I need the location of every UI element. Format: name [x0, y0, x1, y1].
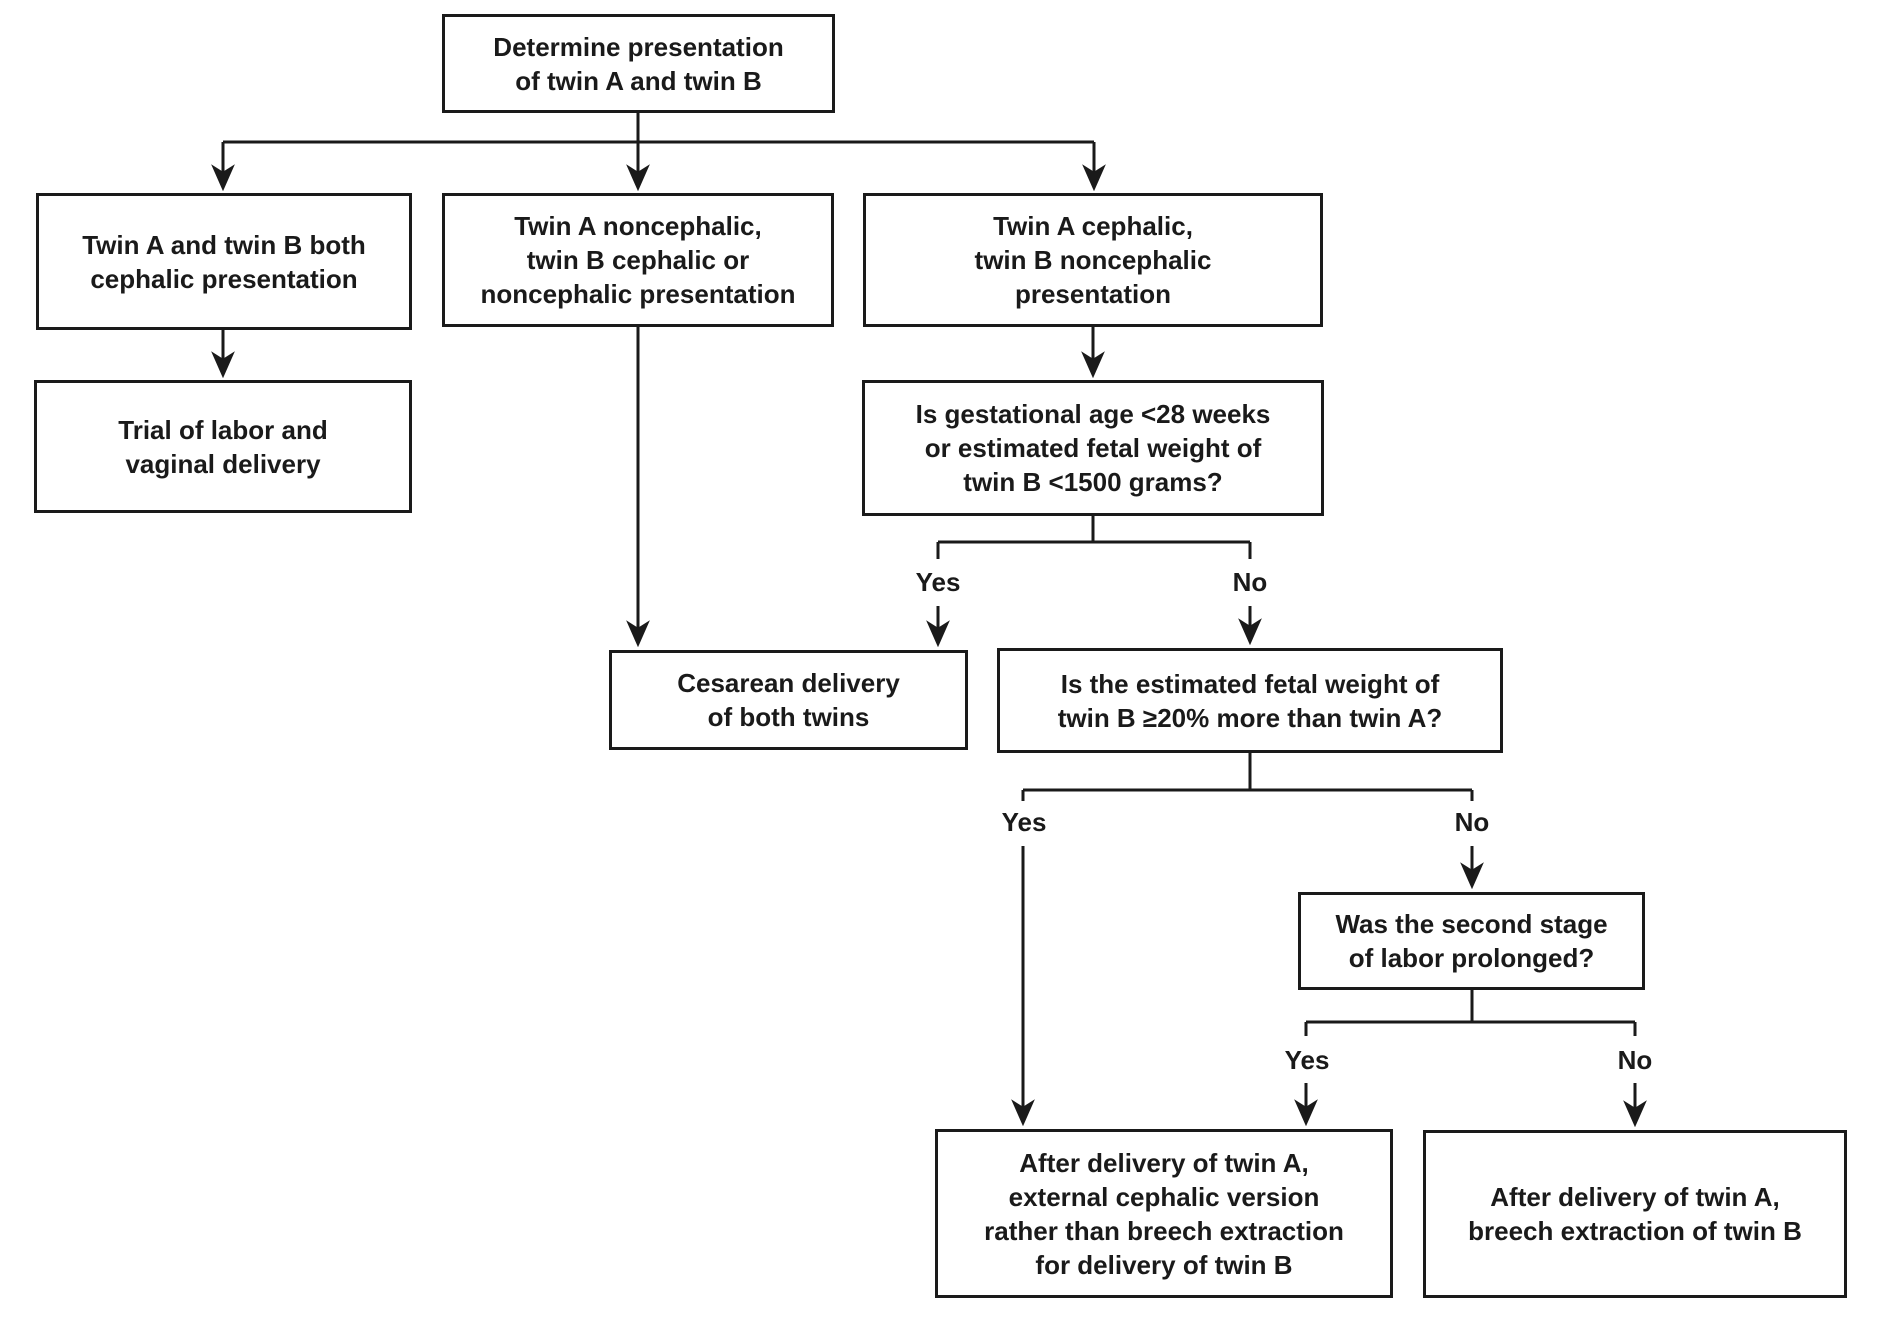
node-determine-presentation: Determine presentation of twin A and twi…: [442, 14, 835, 113]
node-twin-a-noncephalic: Twin A noncephalic, twin B cephalic or n…: [442, 193, 834, 327]
node-both-cephalic: Twin A and twin B both cephalic presenta…: [36, 193, 412, 330]
node-external-cephalic-version: After delivery of twin A, external cepha…: [935, 1129, 1393, 1298]
branch-label-weight-yes: Yes: [1001, 807, 1047, 837]
branch-label-weight-no: No: [1454, 807, 1490, 837]
branch-label-stage-no: No: [1617, 1045, 1653, 1075]
branch-label-gestational-no: No: [1232, 567, 1268, 597]
node-cesarean-delivery: Cesarean delivery of both twins: [609, 650, 968, 750]
node-trial-of-labor: Trial of labor and vaginal delivery: [34, 380, 412, 513]
branch-label-gestational-yes: Yes: [915, 567, 961, 597]
node-fetal-weight-question: Is the estimated fetal weight of twin B …: [997, 648, 1503, 753]
node-second-stage-question: Was the second stage of labor prolonged?: [1298, 892, 1645, 990]
node-gestational-age-question: Is gestational age <28 weeks or estimate…: [862, 380, 1324, 516]
node-breech-extraction: After delivery of twin A, breech extract…: [1423, 1130, 1847, 1298]
node-twin-a-cephalic: Twin A cephalic, twin B noncephalic pres…: [863, 193, 1323, 327]
branch-label-stage-yes: Yes: [1284, 1045, 1330, 1075]
